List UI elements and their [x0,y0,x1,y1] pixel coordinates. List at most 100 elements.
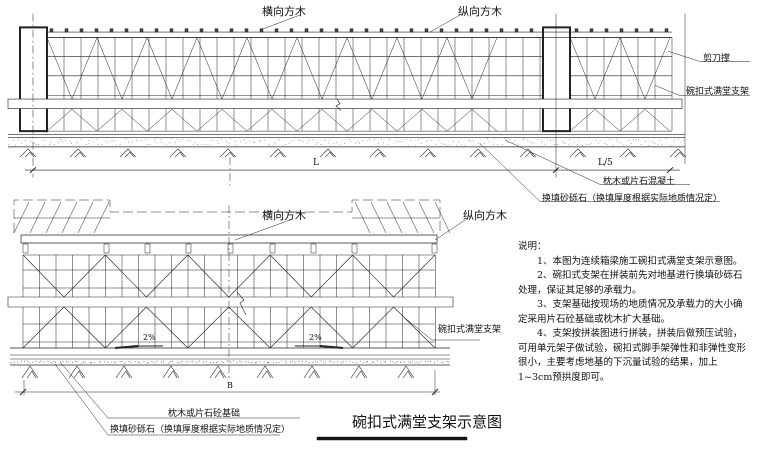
gravel-dot [406,139,407,140]
scissor-brace [595,109,620,131]
gravel-dot [269,145,270,146]
gravel-dot [97,139,98,140]
gravel-dot [186,361,187,362]
gravel-dot [190,141,191,142]
scissor-brace [188,255,229,297]
scissor-brace [272,109,297,131]
gravel-dot [88,144,89,145]
gravel-dot [221,361,222,362]
scissor-brace [222,109,247,131]
transverse-timber [605,29,608,32]
gravel-dot [356,362,357,363]
transverse-timber [215,29,218,32]
gravel-dot [303,141,304,142]
gravel-dot [51,362,52,363]
gravel-dot [100,362,101,363]
gravel-dot [328,143,329,144]
gravel-dot [504,139,505,140]
transverse-timber [245,29,248,32]
gravel-dot [218,361,219,362]
gravel-dot [598,143,599,144]
soil-hatch [120,149,136,157]
gravel-dot [320,361,321,362]
gravel-dot [367,361,368,362]
gravel-dot [428,139,429,140]
gravel-dot [527,140,528,141]
gravel-dot [111,362,112,363]
gravel-dot [595,140,596,141]
gravel-dot [36,144,37,145]
gravel-dot [554,144,555,145]
gravel-dot [43,140,44,141]
scissor-brace [147,38,172,99]
gravel-dot [531,142,532,143]
scissor-brace [353,255,394,297]
longitudinal-timber-block [270,244,275,253]
gravel-dot [617,141,618,142]
gravel-dot [244,140,245,141]
notes: 说明： 1、本图为连续箱梁施工碗扣式满堂支架示意图。 2、碗扣式支架在拼装前先对… [518,240,748,385]
gravel-dot [388,144,389,145]
longitudinal-timber-block [311,244,316,253]
gravel-dot [582,145,583,146]
gravel-dot [227,361,228,362]
gravel-dot [150,144,151,145]
gravel-dot [157,361,158,362]
gravel-dot [589,144,590,145]
scissor-brace [105,255,146,297]
gravel-dot [513,142,514,143]
gravel-dot [268,144,269,145]
section-label-longitudinal-timber: 纵向方木 [463,207,507,223]
gravel-dot [8,144,9,145]
gravel-dot [218,143,219,144]
gravel-dot [312,362,313,363]
gravel-dot [394,143,395,144]
scissor-brace [122,109,147,131]
gravel-dot [221,139,222,140]
gravel-dot [342,141,343,142]
gravel-dot [281,361,282,362]
gravel-dot [254,142,255,143]
scissor-brace [347,109,372,131]
gravel-dot [437,361,438,362]
gravel-dot [268,362,269,363]
gravel-dot [315,361,316,362]
gravel-dot [274,144,275,145]
gravel-dot [18,139,19,140]
gravel-dot [415,145,416,146]
gravel-dot [116,145,117,146]
gravel-dot [35,361,36,362]
wing-brace [94,202,109,233]
transverse-timber [455,29,458,32]
gravel-dot [132,142,133,143]
gravel-dot [562,142,563,143]
gravel-dot [112,141,113,142]
wing-brace [355,202,370,233]
gravel-dot [141,140,142,141]
scissor-brace [47,109,72,131]
gravel-dot [40,361,41,362]
gravel-dot [431,140,432,141]
gravel-dot [48,361,49,362]
wing-brace [387,202,402,233]
gravel-dot [420,143,421,144]
gravel-dot [648,145,649,146]
gravel-dot [13,140,14,141]
soil-hatch [470,149,486,157]
dim-L5: L/5 [598,158,613,168]
gravel-dot [183,139,184,140]
transverse-timber [620,29,623,32]
drawing-title: 碗扣式满堂支架示意图 [352,411,502,432]
scissor-brace [322,38,347,99]
gravel-dot [90,362,91,363]
gravel-dot [43,362,44,363]
transverse-timber [230,29,233,32]
gravel-dot [557,144,558,145]
gravel-dot [255,362,256,363]
scissor-brace [197,38,222,99]
gravel-dot [453,141,454,142]
gravel-dot [89,140,90,141]
gravel-dot [547,138,548,139]
gravel-dot [91,362,92,363]
gravel-dot [276,362,277,363]
